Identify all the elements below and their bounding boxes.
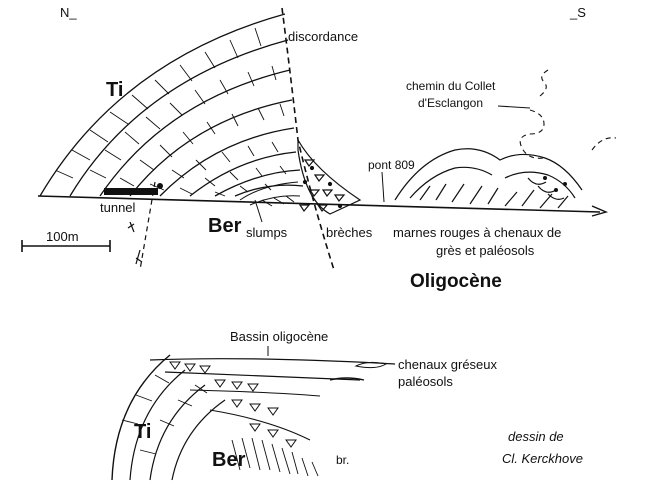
ground-arrow [591, 205, 609, 217]
discordance-label: discordance [288, 29, 359, 44]
ti-bed-hatching [54, 27, 287, 197]
fault-arrows [127, 221, 143, 265]
lower-wedge-2 [164, 371, 361, 381]
lower-ti-hatch [121, 374, 208, 455]
ti-label: Ti [106, 79, 124, 101]
lower-breccia-triangles [169, 361, 297, 448]
bassin-label: Bassin oligocène [230, 329, 329, 344]
scale-bar-label: 100m [46, 229, 79, 244]
chemin-leader [497, 105, 531, 109]
lower-wedge-3 [189, 389, 321, 397]
oligocene-hills [394, 148, 583, 209]
lower-cross-section [111, 346, 396, 481]
paleosols-label: paléosols [398, 374, 453, 389]
breccia-wedge [297, 137, 362, 215]
chenaux-label: chenaux gréseux [398, 357, 498, 372]
credit-line2: Cl. Kerckhove [502, 451, 583, 466]
credit-line1: dessin de [508, 429, 564, 444]
upper-cross-section [21, 7, 617, 271]
lower-ti-arc-1 [111, 354, 171, 481]
slumps-label: slumps [246, 225, 288, 240]
chemin-path [519, 69, 617, 159]
tunnel-bar [104, 188, 158, 195]
lower-ber-label: Ber [212, 449, 246, 471]
lower-wedge-4 [209, 409, 311, 441]
south-label: _S [570, 5, 586, 20]
marnes-label-line1: marnes rouges à chenaux de [393, 225, 562, 240]
slumps-leader [254, 199, 263, 223]
lower-ber-hatch [231, 437, 319, 477]
lower-br-label: br. [336, 453, 350, 467]
north-label: N_ [60, 5, 77, 20]
ber-label: Ber [208, 215, 242, 237]
lower-ti-arc-4 [171, 399, 226, 481]
chemin-label-line1: chemin du Collet [406, 79, 496, 93]
scale-bar [21, 240, 111, 252]
ti-fold-layers [39, 13, 304, 197]
lower-paleosol-lens [329, 377, 365, 381]
oligocene-label: Oligocène [410, 271, 502, 292]
marnes-label-line2: grès et paléosols [436, 243, 535, 258]
ber-layers [239, 181, 301, 207]
lower-wedge-top [149, 358, 396, 365]
breches-label: brèches [326, 225, 373, 240]
ground-line [37, 195, 601, 213]
lower-ti-arc-2 [129, 369, 186, 481]
pont-label: pont 809 [368, 158, 415, 172]
tunnel-marker [157, 183, 163, 189]
secondary-fault [139, 181, 156, 271]
lower-chenaux-lens [354, 361, 388, 369]
tunnel-label: tunnel [100, 200, 136, 215]
chemin-label-line2: d'Esclangon [418, 96, 484, 110]
pont-leader [381, 171, 385, 203]
lower-ti-arc-3 [149, 384, 206, 481]
lower-ti-label: Ti [134, 421, 152, 443]
